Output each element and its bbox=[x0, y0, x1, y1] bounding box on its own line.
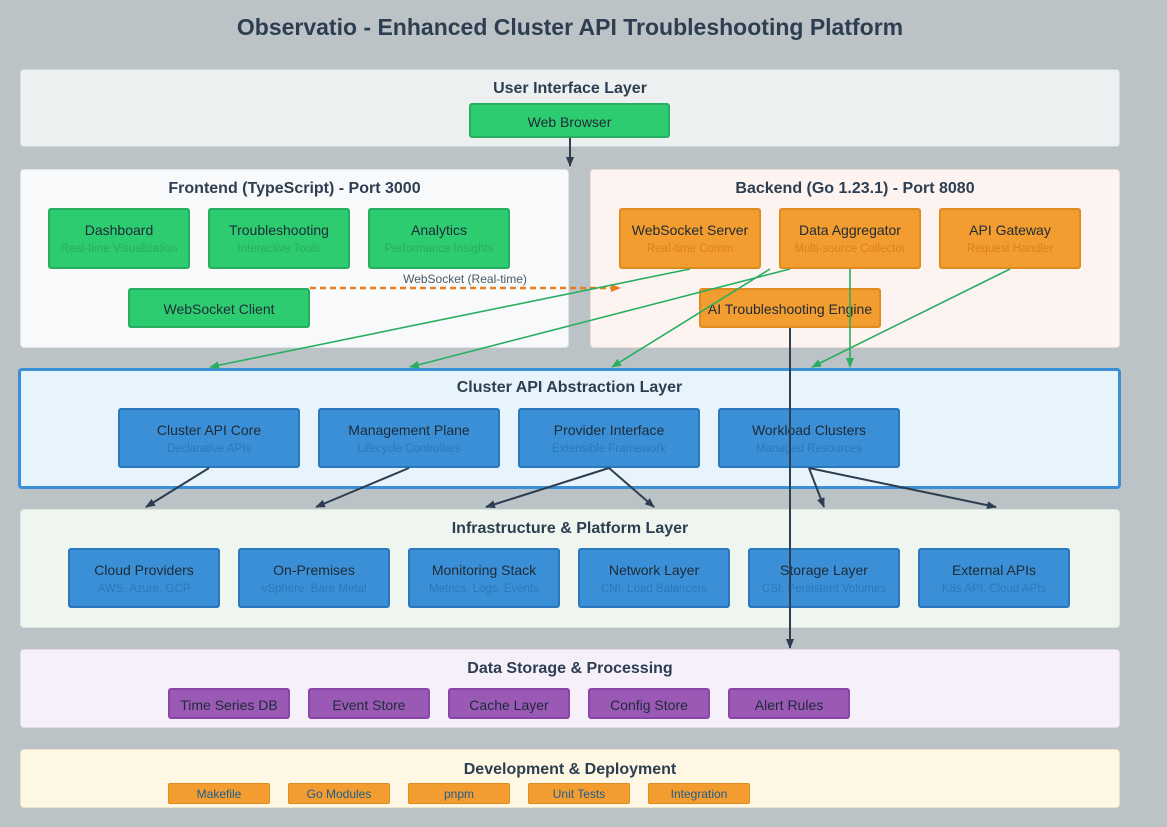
troubleshooting-label: Troubleshooting bbox=[229, 222, 329, 238]
external-apis-node[interactable]: External APIs K8s API, Cloud APIs bbox=[918, 548, 1070, 608]
workload-clusters-label: Workload Clusters bbox=[751, 422, 867, 438]
analytics-label: Analytics bbox=[410, 222, 468, 238]
time-series-db-label: Time Series DB bbox=[180, 697, 278, 713]
monitoring-stack-sub: Metrics, Logs, Events bbox=[429, 583, 539, 595]
cloud-providers-node[interactable]: Cloud Providers AWS, Azure, GCP bbox=[68, 548, 220, 608]
network-layer-label: Network Layer bbox=[608, 562, 700, 578]
arrow-workload-to-storage bbox=[808, 467, 825, 508]
arrow-mgmt-to-onprem bbox=[315, 467, 410, 508]
workload-clusters-sub: Managed Resources bbox=[755, 443, 863, 455]
event-store-label: Event Store bbox=[332, 697, 406, 713]
arrow-provider-to-network bbox=[608, 467, 655, 508]
storage-layer-sub: CSI, Persistent Volumes bbox=[762, 583, 886, 595]
web-browser-node[interactable]: Web Browser bbox=[469, 103, 670, 138]
arrow-core-to-cloud bbox=[145, 467, 210, 508]
event-store-node[interactable]: Event Store bbox=[308, 688, 430, 719]
on-premises-node[interactable]: On-Premises vSphere, Bare Metal bbox=[238, 548, 390, 608]
config-store-label: Config Store bbox=[610, 697, 688, 713]
dashboard-node[interactable]: Dashboard Real-time Visualization bbox=[48, 208, 190, 269]
storage-layer-node[interactable]: Storage Layer CSI, Persistent Volumes bbox=[748, 548, 900, 608]
websocket-edge-label: WebSocket (Real-time) bbox=[403, 272, 527, 286]
pnpm-label: pnpm bbox=[443, 787, 475, 801]
external-apis-label: External APIs bbox=[951, 562, 1037, 578]
provider-interface-sub: Extensible Framework bbox=[552, 443, 666, 455]
cache-layer-label: Cache Layer bbox=[469, 697, 549, 713]
analytics-sub: Performance Insights bbox=[384, 243, 494, 255]
arrow-aggregator-to-mgmt bbox=[409, 268, 791, 369]
troubleshooting-sub: Interactive Tools bbox=[237, 243, 321, 255]
page-title: Observatio - Enhanced Cluster API Troubl… bbox=[236, 14, 904, 40]
go-modules-node[interactable]: Go Modules bbox=[288, 783, 390, 804]
data-aggregator-label: Data Aggregator bbox=[799, 222, 901, 238]
ui-layer-title: User Interface Layer bbox=[493, 80, 647, 97]
data-aggregator-sub: Multi-source Collector bbox=[794, 243, 906, 255]
cloud-providers-sub: AWS, Azure, GCP bbox=[97, 583, 191, 595]
websocket-client-label: WebSocket Client bbox=[163, 301, 275, 317]
external-apis-sub: K8s API, Cloud APIs bbox=[941, 583, 1047, 595]
integration-node[interactable]: Integration bbox=[648, 783, 750, 804]
api-gateway-node[interactable]: API Gateway Request Handler bbox=[939, 208, 1081, 269]
troubleshooting-node[interactable]: Troubleshooting Interactive Tools bbox=[208, 208, 350, 269]
ai-engine-label: AI Troubleshooting Engine bbox=[707, 301, 873, 317]
frontend-layer-title: Frontend (TypeScript) - Port 3000 bbox=[168, 180, 421, 197]
api-gateway-sub: Request Handler bbox=[966, 243, 1054, 255]
monitoring-stack-label: Monitoring Stack bbox=[431, 562, 537, 578]
websocket-client-node[interactable]: WebSocket Client bbox=[128, 288, 310, 328]
monitoring-stack-node[interactable]: Monitoring Stack Metrics, Logs, Events bbox=[408, 548, 560, 608]
devops-layer-title: Development & Deployment bbox=[463, 761, 677, 778]
capi-core-node[interactable]: Cluster API Core Declarative APIs bbox=[118, 408, 300, 468]
management-plane-label: Management Plane bbox=[348, 422, 470, 438]
websocket-server-node[interactable]: WebSocket Server Real-time Comm bbox=[619, 208, 761, 269]
arrow-workload-to-external bbox=[808, 467, 997, 510]
capi-layer-title: Cluster API Abstraction Layer bbox=[456, 379, 683, 396]
alert-rules-node[interactable]: Alert Rules bbox=[728, 688, 850, 719]
pnpm-node[interactable]: pnpm bbox=[408, 783, 510, 804]
capi-core-sub: Declarative APIs bbox=[166, 443, 252, 455]
network-layer-node[interactable]: Network Layer CNI, Load Balancers bbox=[578, 548, 730, 608]
infra-layer-title: Infrastructure & Platform Layer bbox=[451, 520, 689, 537]
websocket-server-sub: Real-time Comm bbox=[646, 243, 734, 255]
data-aggregator-node[interactable]: Data Aggregator Multi-source Collector bbox=[779, 208, 921, 269]
cloud-providers-label: Cloud Providers bbox=[94, 562, 194, 578]
alert-rules-label: Alert Rules bbox=[754, 697, 824, 713]
unit-tests-label: Unit Tests bbox=[552, 787, 606, 801]
go-modules-label: Go Modules bbox=[306, 787, 372, 801]
on-premises-label: On-Premises bbox=[273, 562, 355, 578]
management-plane-sub: Lifecycle Controllers bbox=[357, 443, 461, 455]
management-plane-node[interactable]: Management Plane Lifecycle Controllers bbox=[318, 408, 500, 468]
provider-interface-label: Provider Interface bbox=[553, 422, 665, 438]
unit-tests-node[interactable]: Unit Tests bbox=[528, 783, 630, 804]
storage-layer-label: Storage Layer bbox=[780, 562, 868, 578]
api-gateway-label: API Gateway bbox=[969, 222, 1051, 238]
backend-layer-title: Backend (Go 1.23.1) - Port 8080 bbox=[735, 180, 975, 197]
web-browser-label: Web Browser bbox=[527, 114, 612, 130]
config-store-node[interactable]: Config Store bbox=[588, 688, 710, 719]
capi-core-label: Cluster API Core bbox=[156, 422, 262, 438]
analytics-node[interactable]: Analytics Performance Insights bbox=[368, 208, 510, 269]
makefile-node[interactable]: Makefile bbox=[168, 783, 270, 804]
arrow-gateway-to-workload bbox=[811, 268, 1011, 368]
makefile-label: Makefile bbox=[196, 787, 242, 801]
time-series-db-node[interactable]: Time Series DB bbox=[168, 688, 290, 719]
provider-interface-node[interactable]: Provider Interface Extensible Framework bbox=[518, 408, 700, 468]
on-premises-sub: vSphere, Bare Metal bbox=[261, 583, 367, 595]
integration-label: Integration bbox=[670, 787, 728, 801]
cache-layer-node[interactable]: Cache Layer bbox=[448, 688, 570, 719]
workload-clusters-node[interactable]: Workload Clusters Managed Resources bbox=[718, 408, 900, 468]
arrow-wsserver-to-core bbox=[209, 268, 691, 370]
dashboard-sub: Real-time Visualization bbox=[60, 243, 178, 255]
arrow-provider-to-monitoring bbox=[485, 467, 610, 509]
storage-layer-title: Data Storage & Processing bbox=[467, 660, 673, 677]
websocket-server-label: WebSocket Server bbox=[631, 222, 749, 238]
dashboard-label: Dashboard bbox=[84, 222, 154, 238]
network-layer-sub: CNI, Load Balancers bbox=[600, 583, 708, 595]
devops-layer: Development & Deployment bbox=[20, 749, 1120, 808]
arrow-aggregator-to-provider bbox=[611, 268, 771, 368]
